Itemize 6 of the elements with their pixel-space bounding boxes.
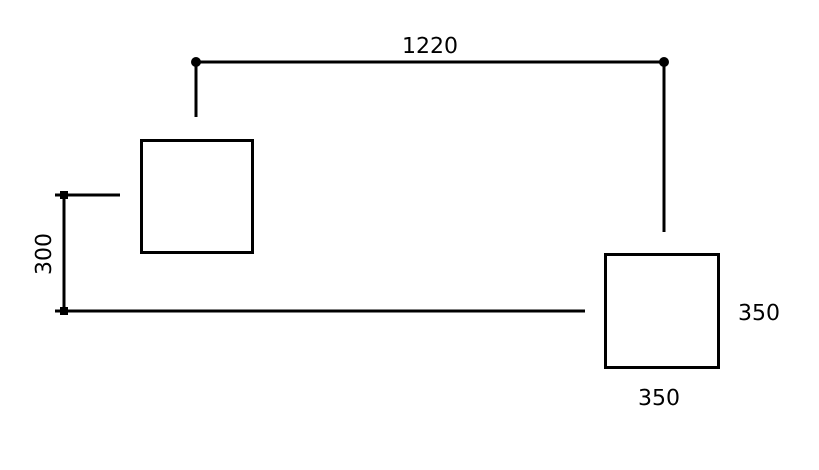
square-outline <box>140 139 254 254</box>
square-outline <box>604 253 720 369</box>
dimension-label: 350 <box>738 303 780 325</box>
dimension-label: 1220 <box>402 36 458 58</box>
dimension-label: 300 <box>34 233 56 275</box>
dimension-label: 350 <box>638 388 680 410</box>
